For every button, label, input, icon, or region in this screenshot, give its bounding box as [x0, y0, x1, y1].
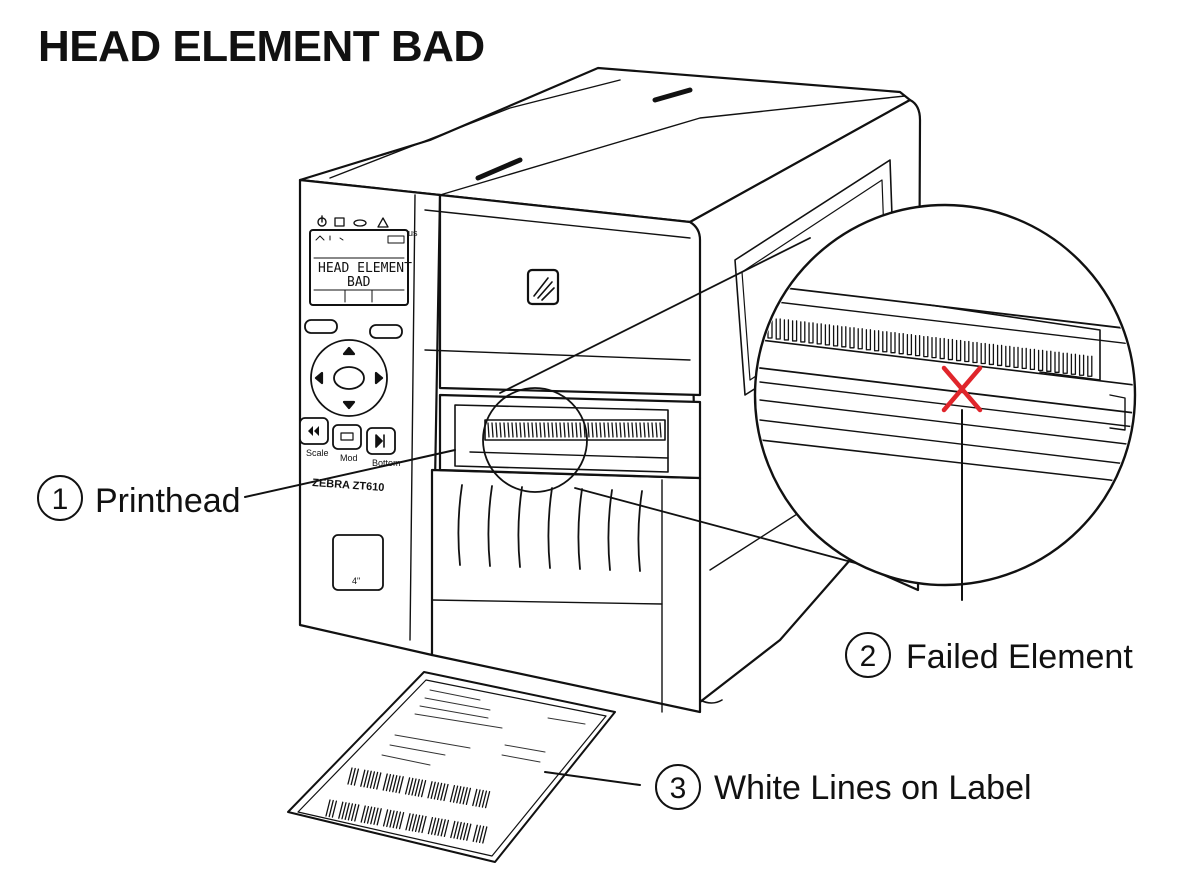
failed-x-icon [941, 365, 983, 413]
lcd-line-2: BAD [347, 275, 371, 290]
media-slot [332, 534, 384, 591]
callout-failed-element: 2 Failed Element [845, 409, 1133, 678]
callout-number-2: 2 [860, 640, 877, 673]
callout-number-1: 1 [52, 483, 69, 516]
printhead-assembly [438, 387, 702, 493]
callout-number-3-badge [655, 764, 701, 810]
soft-key-left[interactable] [304, 319, 338, 334]
mode-button[interactable] [332, 424, 362, 450]
button-label-left: Scale [306, 448, 329, 458]
arrow-right-button[interactable] [374, 371, 384, 385]
slot-label: 4" [352, 576, 360, 586]
callout-label-2: Failed Element [906, 638, 1133, 676]
button-label-mid: Mod [340, 453, 358, 463]
button-label-right: Bottom [372, 458, 401, 468]
magnified-printhead-view [499, 203, 1137, 587]
ribbon-icon [353, 219, 367, 227]
arrow-up-button[interactable] [342, 346, 356, 356]
media-icon [334, 217, 345, 227]
printer-brand: ZEBRA ZT610 [312, 477, 385, 494]
arrow-down-button[interactable] [342, 400, 356, 410]
control-panel: Status HEAD ELEMENT BAD Scale Mod Bottom… [299, 215, 418, 591]
power-icon [317, 215, 327, 227]
lcd-screen [309, 229, 409, 306]
warning-icon [377, 217, 389, 228]
navigation-pad [310, 339, 388, 417]
callout-printhead: 1 Printhead [37, 449, 456, 521]
callout-label-1: Printhead [95, 482, 241, 520]
callout-number-3: 3 [670, 772, 687, 805]
callout-white-lines: 3 White Lines on Label [544, 764, 1032, 810]
ok-button[interactable] [333, 366, 365, 390]
callout-number-1-badge [37, 475, 83, 521]
lcd-line-1: HEAD ELEMENT [318, 261, 412, 276]
page-title: HEAD ELEMENT BAD [38, 22, 485, 71]
zebra-logo-icon [526, 268, 560, 306]
printed-label [287, 671, 616, 863]
arrow-left-button[interactable] [314, 371, 324, 385]
soft-key-right[interactable] [369, 324, 403, 339]
callout-label-3: White Lines on Label [714, 769, 1032, 807]
callout-number-2-badge [845, 632, 891, 678]
